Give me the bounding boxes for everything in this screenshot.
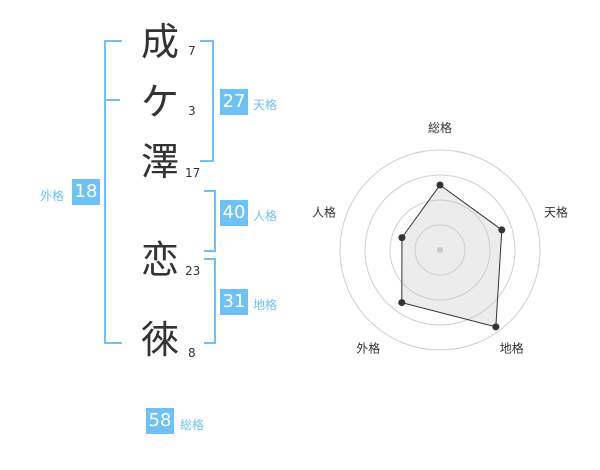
chikaku-label: 地格 (253, 298, 278, 312)
name-char-1: 成 (140, 20, 179, 64)
tenkaku-bracket (200, 40, 214, 162)
radar-point (436, 181, 444, 189)
radar-axis-label-tenkaku: 天格 (544, 204, 568, 219)
stroke-count-1: 7 (188, 44, 196, 58)
tenkaku-label: 天格 (253, 98, 278, 112)
tenkaku-value-badge: 27 (220, 89, 248, 115)
jinkaku-label: 人格 (253, 209, 278, 223)
radar-polygon (401, 184, 503, 328)
radar-point (398, 234, 406, 242)
radar-chart: 総格 天格 地格 外格 人格 (312, 120, 568, 356)
radar-ring (364, 174, 516, 326)
name-char-3: 澤 (140, 140, 179, 184)
stroke-count-3: 17 (185, 166, 201, 180)
soukaku-value-badge: 58 (146, 408, 174, 434)
gaikaku-value-badge: 18 (72, 179, 100, 205)
radar-ring (389, 199, 491, 301)
radar-rings (339, 149, 541, 351)
radar-point (498, 226, 506, 234)
jinkaku-bracket (204, 190, 216, 252)
radar-ring (339, 149, 541, 351)
name-char-4: 恋 (140, 238, 179, 282)
radar-ring (414, 224, 466, 276)
name-char-5: 徠 (140, 318, 179, 362)
chikaku-value-badge: 31 (220, 289, 248, 315)
radar-axis-label-jinkaku: 人格 (312, 204, 336, 219)
radar-axis-label-gaikaku: 外格 (356, 341, 380, 356)
stroke-count-5: 8 (188, 346, 196, 360)
stroke-count-4: 23 (185, 264, 201, 278)
name-char-2: ケ (140, 80, 179, 124)
chikaku-bracket (204, 258, 216, 344)
radar-point (492, 323, 500, 331)
radar-point (398, 299, 406, 307)
radar-axis-label-chikaku: 地格 (500, 341, 524, 356)
radar-points (398, 181, 506, 331)
radar-center (437, 247, 443, 253)
gaikaku-bracket (104, 40, 122, 344)
gaikaku-label: 外格 (40, 189, 65, 203)
stroke-count-2: 3 (188, 104, 196, 118)
soukaku-label: 総格 (180, 418, 205, 432)
jinkaku-value-badge: 40 (220, 200, 248, 226)
gaikaku-bracket-tick (104, 99, 120, 101)
radar-axis-label-soukaku: 総格 (428, 120, 452, 135)
